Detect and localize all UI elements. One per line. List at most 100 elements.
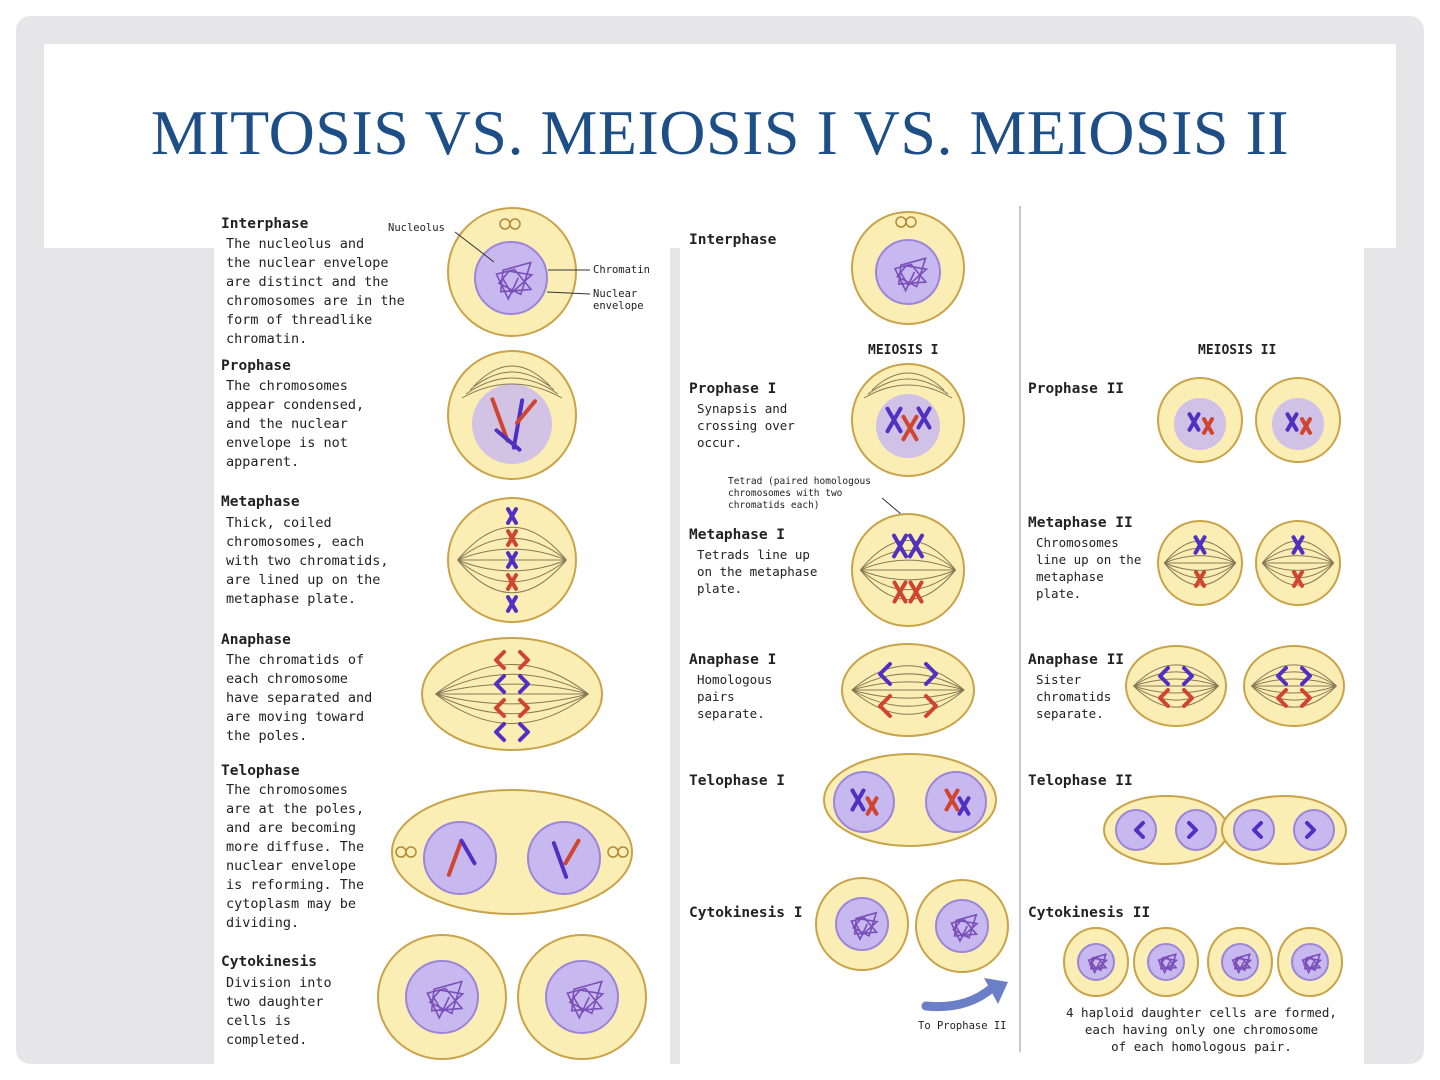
arrow-to-prophase2 bbox=[921, 983, 997, 1012]
chromatid bbox=[924, 694, 938, 718]
chromatin bbox=[495, 261, 534, 301]
meiosis1-interphase-cell bbox=[851, 211, 965, 325]
spindle-fiber bbox=[435, 693, 589, 705]
spindle-fiber bbox=[1251, 685, 1337, 694]
tetrad-label: Tetrad (paired homologous chromosomes wi… bbox=[728, 476, 871, 511]
pointer-line bbox=[454, 231, 495, 263]
chromatin-label: Chromatin bbox=[593, 264, 650, 276]
chromosome bbox=[865, 796, 879, 816]
chromosome bbox=[1291, 535, 1305, 555]
nucleus bbox=[527, 821, 601, 895]
chromosome bbox=[916, 406, 932, 430]
spindle-fiber bbox=[1133, 671, 1219, 687]
spindle-fiber bbox=[851, 689, 965, 707]
chromosome bbox=[506, 573, 518, 591]
chromatid bbox=[878, 694, 892, 718]
spindle-fiber bbox=[1163, 562, 1237, 586]
nucleus bbox=[1221, 943, 1259, 981]
spindle-fiber bbox=[867, 378, 949, 395]
chromosome bbox=[885, 406, 903, 434]
spindle-fiber bbox=[1133, 685, 1219, 694]
spindle-fiber bbox=[860, 569, 956, 591]
mitosis-interphase-cell bbox=[447, 207, 591, 337]
chromosome bbox=[494, 428, 522, 452]
nucleus bbox=[925, 771, 987, 833]
nucleus bbox=[472, 384, 552, 464]
prophase1-title: Prophase I bbox=[689, 381, 777, 397]
centriole bbox=[617, 846, 629, 858]
mitosis-anaphase-title: Anaphase bbox=[221, 632, 291, 648]
spindle-fiber bbox=[1251, 678, 1337, 687]
chromosome bbox=[1187, 412, 1201, 432]
spindle-fiber bbox=[1261, 562, 1335, 586]
chromosome bbox=[446, 839, 464, 877]
chromosome bbox=[1292, 570, 1304, 588]
mitosis-daughter-cell-1 bbox=[377, 934, 507, 1060]
spindle-fiber bbox=[473, 365, 551, 387]
chromosome bbox=[506, 551, 518, 569]
mitosis-anaphase-text: The chromatids of each chromosome have s… bbox=[226, 652, 373, 744]
nucleus bbox=[1291, 943, 1329, 981]
spindle-fiber bbox=[435, 693, 589, 725]
anaphase2-cell-2 bbox=[1243, 645, 1345, 727]
anaphase1-text: Homologous pairs separate. bbox=[697, 672, 773, 721]
anaphase1-title: Anaphase I bbox=[689, 652, 777, 668]
spindle-fiber bbox=[863, 384, 953, 399]
chromosome bbox=[1194, 570, 1206, 588]
chromosome bbox=[1300, 417, 1312, 435]
chromatid bbox=[518, 650, 530, 670]
nucleus bbox=[405, 960, 479, 1034]
spindle-fiber bbox=[860, 569, 956, 581]
chromatid bbox=[1182, 688, 1194, 708]
spindle-fiber bbox=[1133, 685, 1219, 701]
chromatid bbox=[1252, 821, 1263, 839]
spindle-fiber bbox=[1262, 562, 1334, 571]
chromosome bbox=[490, 397, 510, 443]
chromatid bbox=[518, 698, 530, 718]
spindle-fiber bbox=[469, 371, 555, 391]
chromatin bbox=[426, 980, 465, 1020]
slide-title: MITOSIS VS. MEIOSIS I VS. MEIOSIS II bbox=[150, 97, 1290, 168]
mitosis-telophase-title: Telophase bbox=[221, 763, 300, 779]
anaphase2-text: Sister chromatids separate. bbox=[1036, 672, 1112, 721]
nucleolus-label: Nucleolus bbox=[388, 222, 445, 234]
centriole bbox=[509, 218, 521, 230]
mitosis-prophase-title: Prophase bbox=[221, 358, 291, 374]
haploid-daughter-cell-4 bbox=[1277, 927, 1343, 997]
anaphase2-title: Anaphase II bbox=[1028, 652, 1125, 668]
spindle-fiber bbox=[1133, 685, 1219, 708]
chromosome bbox=[957, 796, 971, 816]
anaphase1-cell bbox=[841, 643, 975, 737]
chromatid bbox=[1276, 688, 1288, 708]
meiosis-panel bbox=[680, 204, 1364, 1064]
nucleus bbox=[474, 241, 548, 315]
spindle-fiber bbox=[1251, 685, 1337, 708]
mitosis-panel bbox=[214, 204, 670, 1064]
mitosis-cytokinesis-text: Division into two daughter cells is comp… bbox=[226, 975, 332, 1048]
mitosis-cytokinesis-title: Cytokinesis bbox=[221, 954, 318, 970]
chromosome bbox=[908, 580, 924, 604]
spindle-fiber bbox=[435, 663, 589, 695]
chromosome bbox=[515, 399, 537, 425]
spindle-fiber bbox=[860, 569, 956, 601]
spindle-fiber bbox=[435, 693, 589, 715]
spindle-fiber bbox=[851, 665, 965, 691]
spindle-fiber bbox=[871, 372, 945, 391]
metaphase2-title: Metaphase II bbox=[1028, 515, 1133, 531]
chromatid bbox=[1276, 666, 1288, 686]
cytokinesis2-title: Cytokinesis II bbox=[1028, 905, 1151, 921]
mitosis-metaphase-cell bbox=[447, 497, 577, 623]
telophase2-title: Telophase II bbox=[1028, 773, 1133, 789]
spindle-fiber bbox=[1163, 540, 1237, 564]
mitosis-prophase-cell bbox=[447, 350, 577, 480]
spindle-fiber bbox=[1251, 685, 1337, 701]
chromosome bbox=[1285, 412, 1299, 432]
prophase2-title: Prophase II bbox=[1028, 381, 1125, 397]
spindle-fiber bbox=[860, 559, 956, 571]
spindle-fiber bbox=[1262, 555, 1334, 564]
spindle-fiber bbox=[457, 548, 567, 561]
anaphase2-cell-1 bbox=[1125, 645, 1227, 727]
spindle-fiber bbox=[851, 673, 965, 691]
mitosis-metaphase-title: Metaphase bbox=[221, 494, 300, 510]
